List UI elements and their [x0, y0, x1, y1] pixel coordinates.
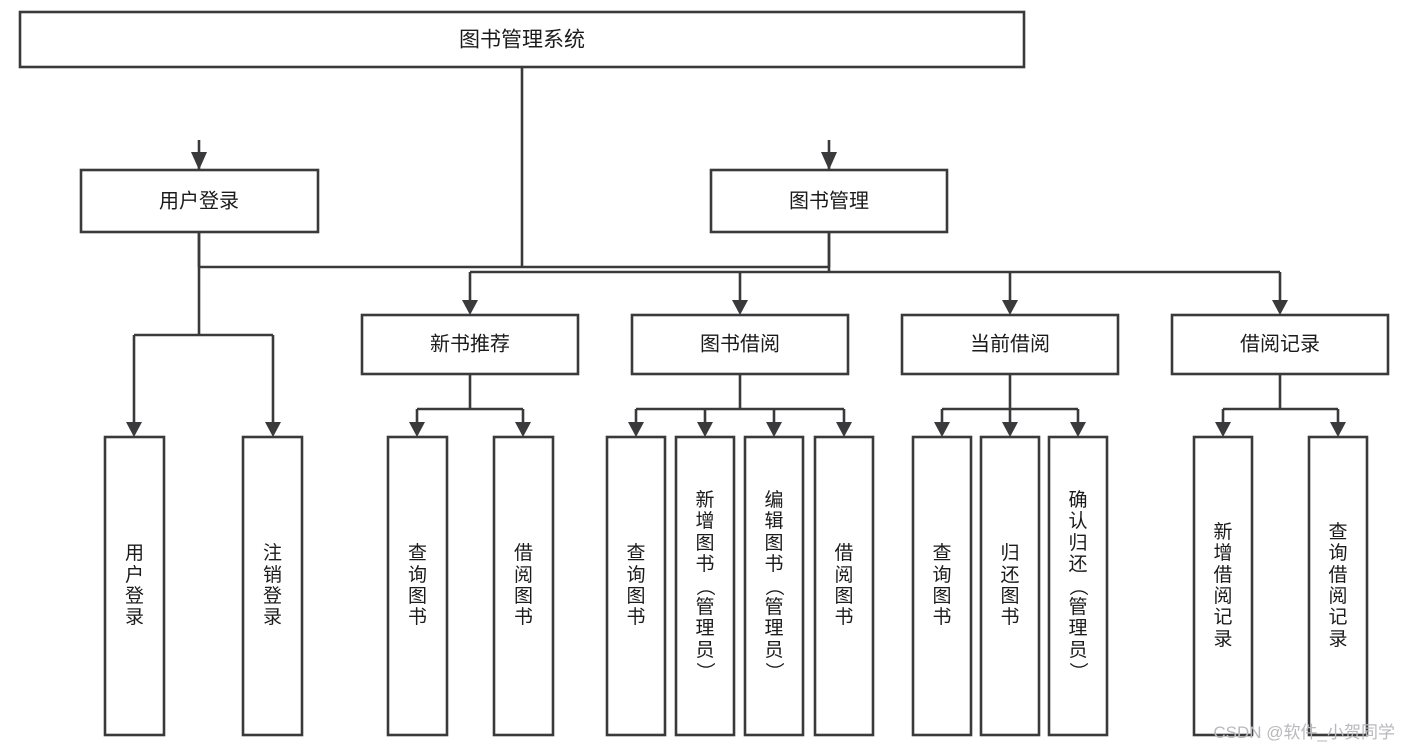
leaf-box-current-borrow-1[interactable]	[979, 435, 1041, 737]
node-current-borrow[interactable]: 当前借阅	[900, 313, 1120, 376]
leaf-group-current-borrow	[911, 435, 1109, 737]
arrow-level3-3	[1002, 300, 1018, 315]
leaf-box-borrow-record-0[interactable]	[1192, 435, 1254, 737]
arrow-borrow-2	[697, 422, 713, 437]
node-book-borrow-label: 图书借阅	[700, 332, 780, 355]
leaf-box-new-book-1[interactable]	[492, 435, 555, 737]
node-book-management-box[interactable]	[709, 168, 949, 234]
arrow-root-to-user-login	[191, 152, 207, 170]
arrow-current-3	[1070, 422, 1086, 437]
leaf-box-borrow-record-1[interactable]	[1307, 435, 1369, 737]
arrow-user-login-2	[265, 422, 281, 437]
leaf-group-borrow-record	[1192, 435, 1369, 737]
leaf-box-book-borrow-3[interactable]	[813, 435, 875, 737]
leaf-box-new-book-0[interactable]	[386, 435, 449, 737]
node-borrow-record-box[interactable]	[1170, 313, 1390, 376]
node-current-borrow-label: 当前借阅	[970, 332, 1050, 355]
leaf-box-user-login-0[interactable]	[103, 435, 166, 737]
watermark: CSDN @软件_小贺同学	[1213, 723, 1395, 742]
arrow-level3-4	[1272, 300, 1288, 315]
leaf-box-current-borrow-2[interactable]	[1047, 435, 1109, 737]
node-book-borrow[interactable]: 图书借阅	[630, 313, 850, 376]
arrow-current-1	[934, 422, 950, 437]
arrow-record-1	[1215, 422, 1231, 437]
leaf-group-book-borrow	[605, 435, 875, 737]
node-book-management[interactable]: 图书管理	[709, 168, 949, 234]
arrow-newbook-1	[409, 422, 425, 437]
connector-group-root-arrows	[191, 152, 837, 170]
leaf-box-book-borrow-1[interactable]	[674, 435, 736, 737]
node-new-book-recommend-box[interactable]	[360, 313, 580, 376]
node-new-book-recommend[interactable]: 新书推荐	[360, 313, 580, 376]
node-user-login-label: 用户登录	[159, 189, 239, 212]
node-user-login-box[interactable]	[79, 168, 320, 234]
node-borrow-record-label: 借阅记录	[1240, 332, 1320, 355]
node-borrow-record[interactable]: 借阅记录	[1170, 313, 1390, 376]
node-root[interactable]: 图书管理系统	[18, 10, 1026, 69]
node-user-login[interactable]: 用户登录	[79, 168, 320, 234]
arrow-level3-2	[732, 300, 748, 315]
node-root-box[interactable]	[18, 10, 1026, 69]
leaf-box-book-borrow-2[interactable]	[743, 435, 805, 737]
node-book-borrow-box[interactable]	[630, 313, 850, 376]
leaf-group-new-book-recommend	[386, 435, 555, 737]
leaf-box-book-borrow-0[interactable]	[605, 435, 667, 737]
leaf-box-user-login-1[interactable]	[241, 435, 304, 737]
connector-group-root	[197, 67, 831, 269]
arrow-borrow-4	[836, 422, 852, 437]
leaf-group-user-login	[103, 435, 304, 737]
arrow-user-login-1	[126, 422, 142, 437]
node-current-borrow-box[interactable]	[900, 313, 1120, 376]
arrow-level3-1	[462, 300, 478, 315]
connector-group-level3-children	[409, 374, 1346, 437]
arrow-borrow-1	[628, 422, 644, 437]
arrow-root-to-book-mgmt	[821, 152, 837, 170]
connector-group-level2	[126, 232, 1288, 437]
arrow-newbook-2	[515, 422, 531, 437]
arrow-borrow-3	[766, 422, 782, 437]
leaf-box-current-borrow-0[interactable]	[911, 435, 973, 737]
arrow-current-2	[1002, 422, 1018, 437]
node-new-book-recommend-label: 新书推荐	[430, 332, 510, 355]
arrow-record-2	[1330, 422, 1346, 437]
node-root-label: 图书管理系统	[459, 29, 585, 52]
node-book-management-label: 图书管理	[789, 189, 869, 212]
